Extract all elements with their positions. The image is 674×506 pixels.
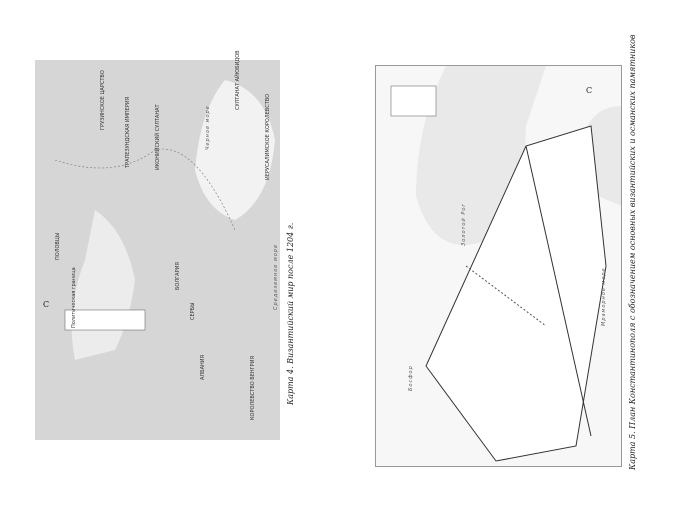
label-bosphorus: Босфор	[408, 365, 414, 391]
label-hungary: КОРОЛЕВСТВО ВЕНГРИЯ	[250, 356, 256, 420]
map4-shapes	[54, 80, 275, 360]
main-street	[525, 145, 592, 437]
black-sea-shape	[195, 80, 275, 220]
label-serbs: СЕРБЫ	[190, 302, 196, 320]
map4-legend-box	[64, 309, 146, 331]
label-ayyubids: СУЛТАНАТ АЙЮБИДОВ	[235, 50, 241, 110]
map5-shapes	[376, 66, 621, 466]
label-jerusalem: ИЕРУСАЛИМСКОЕ КОРОЛЕВСТВО	[265, 93, 271, 180]
scale-box	[390, 85, 437, 117]
aegean-shape	[71, 210, 135, 360]
map5-caption: Карта 5. План Константинополя с обозначе…	[628, 34, 637, 470]
legend-text: Политическая граница	[71, 267, 77, 328]
map4-caption: Карта 4. Византийский мир после 1204 г.	[286, 222, 295, 405]
label-med-sea: Средиземное море	[273, 243, 279, 310]
border-line	[54, 148, 236, 231]
label-golden-horn: Золотой Рог	[461, 202, 467, 246]
compass-north: С	[586, 86, 593, 95]
label-black-sea: Черное море	[205, 105, 211, 150]
label-trebizond: ТРАПЕЗУНДСКАЯ ИМПЕРИЯ	[125, 96, 131, 168]
label-albania: АЛБАНИЯ	[200, 354, 206, 380]
aqueduct	[465, 265, 547, 327]
label-cumans: ПОЛОВЦЫ	[55, 232, 61, 260]
byzantine-world-map: ТРАПЕЗУНДСКАЯ ИМПЕРИЯ ГРУЗИНСКОЕ ЦАРСТВО…	[35, 50, 280, 440]
label-bulgaria: БОЛГАРИЯ	[175, 262, 181, 290]
label-georgia: ГРУЗИНСКОЕ ЦАРСТВО	[100, 70, 106, 130]
label-marmara: Мраморное море	[601, 267, 607, 326]
compass-north: С	[43, 300, 50, 309]
constantinople-plan-map: Босфор Золотой Рог Мраморное море С	[375, 65, 622, 467]
label-iconium: ИКОНИЙСКИЙ СУЛТАНАТ	[155, 104, 161, 170]
